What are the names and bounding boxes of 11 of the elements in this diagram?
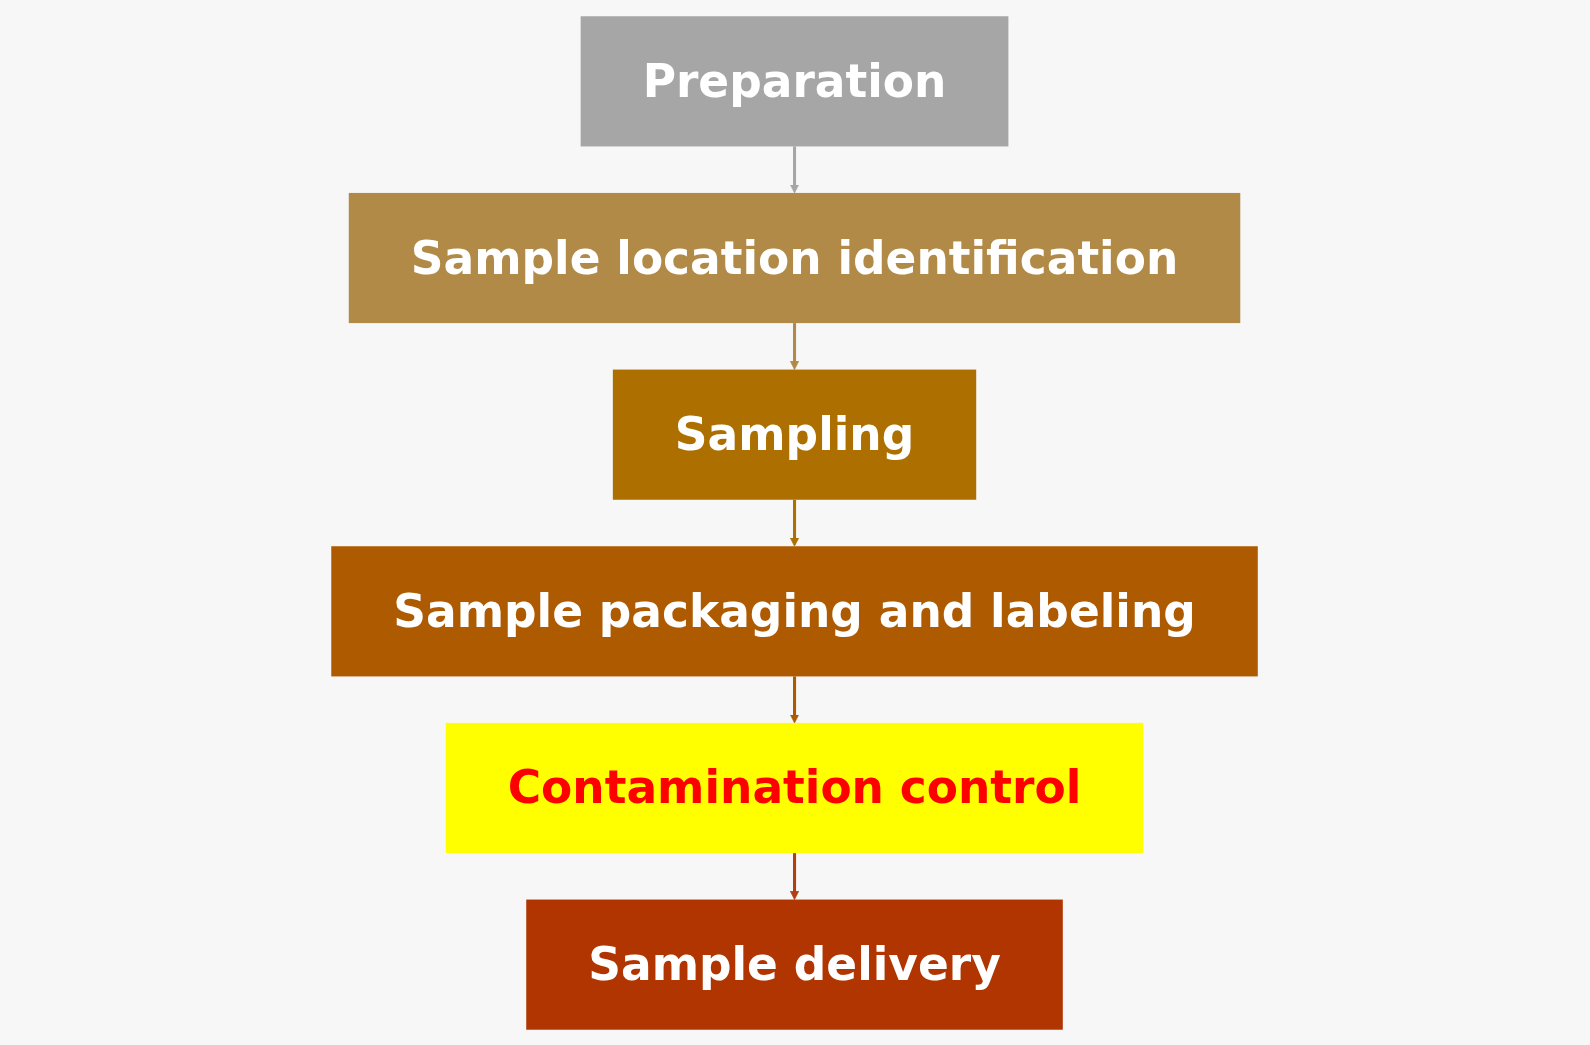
- node-box: Contamination control: [446, 722, 1144, 853]
- arrow: [790, 145, 800, 193]
- node-box: Preparation: [581, 15, 1009, 146]
- node-box: Sampling: [613, 369, 977, 500]
- arrow: [790, 852, 800, 900]
- arrow: [790, 675, 800, 723]
- arrow: [790, 499, 800, 547]
- node-box: Sample packaging and labeling: [331, 545, 1259, 676]
- arrow: [790, 322, 800, 370]
- node-box: Sample location identification: [349, 192, 1241, 323]
- node-box: Sample delivery: [526, 899, 1064, 1030]
